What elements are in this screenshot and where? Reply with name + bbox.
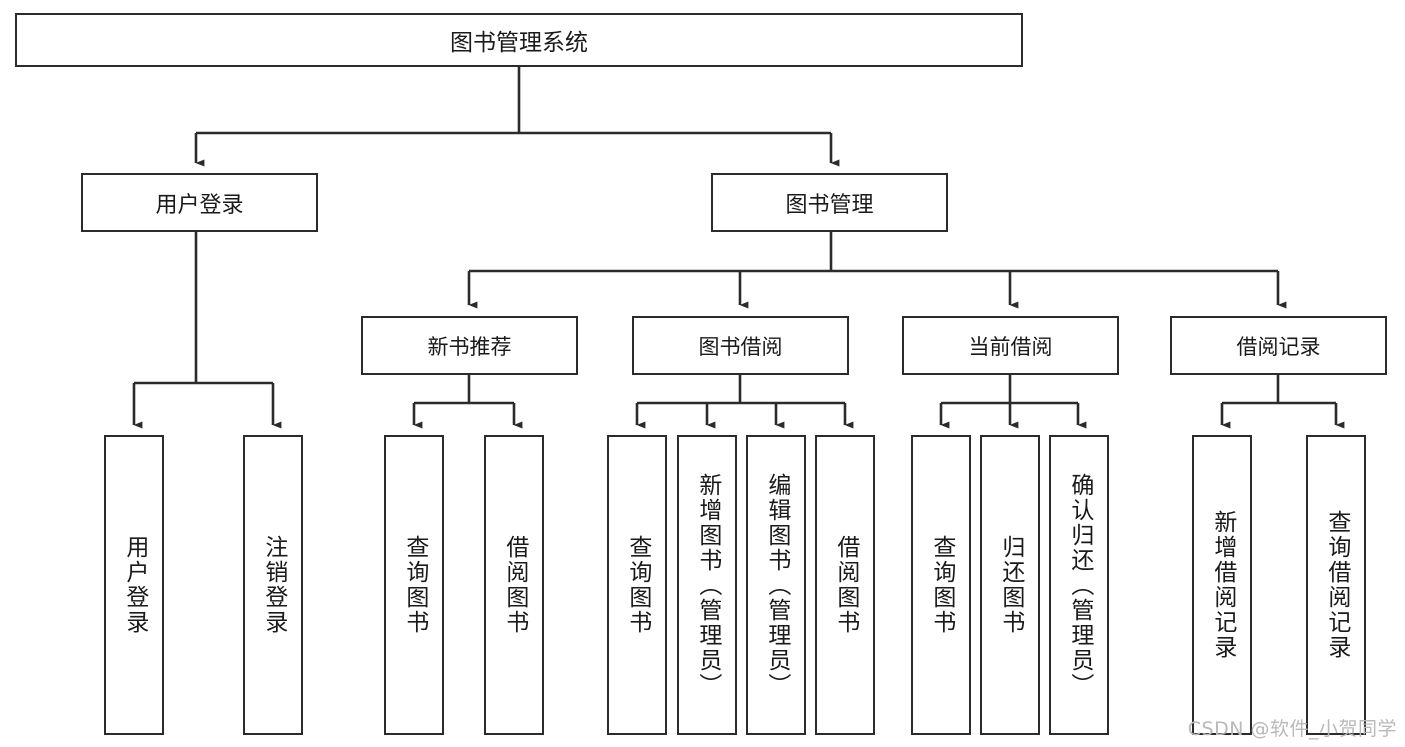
node-label: 注销登录 xyxy=(260,535,287,635)
leaf-query-book-new[interactable]: 查询图书 xyxy=(384,435,444,735)
node-label: 新增借阅记录 xyxy=(1209,510,1236,660)
node-borrow-record[interactable]: 借阅记录 xyxy=(1170,316,1387,375)
leaf-query-book-current[interactable]: 查询图书 xyxy=(911,435,971,735)
leaf-query-borrow-record[interactable]: 查询借阅记录 xyxy=(1306,435,1366,735)
node-label: 图书借阅 xyxy=(698,334,783,359)
node-book-borrow[interactable]: 图书借阅 xyxy=(632,316,849,375)
root-to-level2-connectors xyxy=(194,67,840,167)
node-root-system[interactable]: 图书管理系统 xyxy=(15,13,1023,67)
leaf-query-book-borrow[interactable]: 查询图书 xyxy=(607,435,667,735)
node-label: 图书管理 xyxy=(785,192,874,218)
node-label: 借阅图书 xyxy=(832,535,859,635)
leaf-add-book-admin[interactable]: 新增图书（管理员） xyxy=(677,435,737,735)
user-login-to-leaves-connectors xyxy=(132,232,282,429)
book-mgmt-to-level3-connectors xyxy=(467,232,1287,309)
leaf-user-login[interactable]: 用户登录 xyxy=(104,435,164,735)
leaf-edit-book-admin[interactable]: 编辑图书（管理员） xyxy=(746,435,806,735)
node-label: 归还图书 xyxy=(997,535,1024,635)
node-label: 新增图书（管理员） xyxy=(694,472,721,698)
leaf-confirm-return-admin[interactable]: 确认归还（管理员） xyxy=(1049,435,1109,735)
leaf-logout[interactable]: 注销登录 xyxy=(243,435,303,735)
node-book-management[interactable]: 图书管理 xyxy=(711,173,948,232)
node-label: 借阅记录 xyxy=(1236,334,1321,359)
leaf-borrow-book[interactable]: 借阅图书 xyxy=(815,435,875,735)
node-label: 新书推荐 xyxy=(427,334,512,359)
borrow-record-to-leaves-connectors xyxy=(1220,375,1345,429)
new-book-to-leaves-connectors xyxy=(412,375,523,429)
node-label: 当前借阅 xyxy=(968,334,1053,359)
node-label: 查询图书 xyxy=(928,535,955,635)
node-label: 查询借阅记录 xyxy=(1323,510,1350,660)
watermark: CSDN @软件_小贺同学 xyxy=(1187,718,1397,740)
node-label: 编辑图书（管理员） xyxy=(763,472,790,698)
node-label: 查询图书 xyxy=(401,535,428,635)
node-label: 查询图书 xyxy=(624,535,651,635)
node-label: 用户登录 xyxy=(155,192,244,218)
node-label: 借阅图书 xyxy=(501,535,528,635)
node-label: 图书管理系统 xyxy=(450,30,588,56)
leaf-add-borrow-record[interactable]: 新增借阅记录 xyxy=(1192,435,1252,735)
leaf-return-book[interactable]: 归还图书 xyxy=(980,435,1040,735)
node-user-login[interactable]: 用户登录 xyxy=(81,173,318,232)
leaf-borrow-book-new[interactable]: 借阅图书 xyxy=(484,435,544,735)
node-current-borrow[interactable]: 当前借阅 xyxy=(902,316,1119,375)
borrow-to-leaves-connectors xyxy=(635,375,854,429)
node-label: 确认归还（管理员） xyxy=(1066,472,1093,698)
node-new-book-recommend[interactable]: 新书推荐 xyxy=(361,316,578,375)
current-borrow-to-leaves-connectors xyxy=(939,375,1087,429)
node-label: 用户登录 xyxy=(121,535,148,635)
